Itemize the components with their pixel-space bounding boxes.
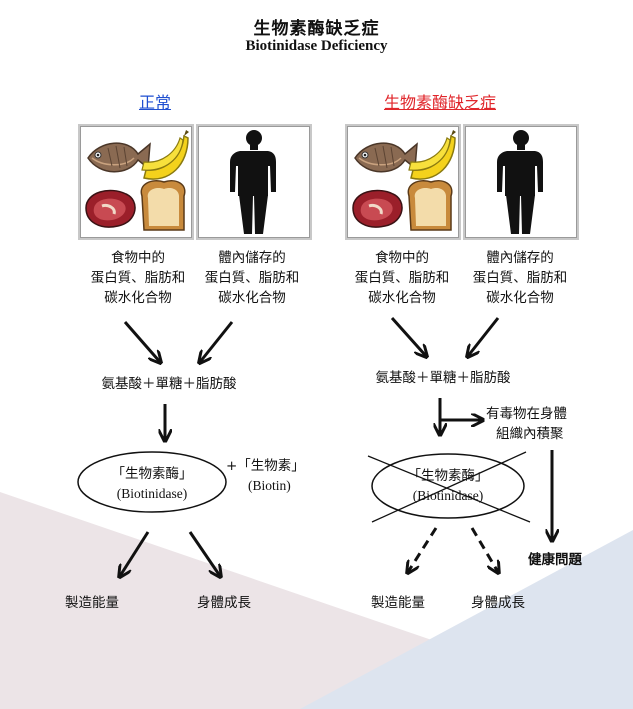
meat-icon xyxy=(352,189,403,228)
outcome-energy-normal: 製造能量 xyxy=(65,595,119,611)
outcome-growth-deficiency: 身體成長 xyxy=(471,595,525,611)
arrow-to-growth-normal xyxy=(188,531,220,576)
breakdown-normal: 氨基酸＋單糖＋脂肪酸 xyxy=(101,376,237,392)
food-panel-normal xyxy=(78,124,194,240)
bread-icon xyxy=(140,180,186,231)
dashed-arrow-to-energy-deficiency xyxy=(408,527,438,572)
banana-icon xyxy=(141,130,189,180)
food-icon xyxy=(352,130,456,231)
title-zh: 生物素酶缺乏症 xyxy=(253,19,380,39)
outcome-growth-normal: 身體成長 xyxy=(197,595,251,611)
banana-icon xyxy=(408,130,456,180)
body-label-normal: 體內儲存的 蛋白質、脂肪和 碳水化合物 xyxy=(204,250,300,306)
title-en: Biotinidase Deficiency xyxy=(245,38,388,54)
cross-line-1 xyxy=(367,455,531,523)
body-panel-normal xyxy=(196,124,312,240)
food-panel-deficiency xyxy=(345,124,461,240)
bread-icon xyxy=(407,180,453,231)
heading-deficiency: 生物素酶缺乏症 xyxy=(383,93,496,112)
fish-icon xyxy=(87,142,151,173)
health-problems-label: 健康問題 xyxy=(528,552,582,568)
body-panel-deficiency xyxy=(463,124,579,240)
arrow-food-to-breakdown-deficiency xyxy=(390,316,426,356)
cofactor-label: +「生物素」 (Biotin) xyxy=(226,458,305,493)
arrow-body-to-breakdown-normal xyxy=(200,321,234,362)
heading-normal: 正常 xyxy=(138,93,171,112)
arrow-food-to-breakdown-normal xyxy=(123,321,160,362)
enzyme-label-deficiency: 「生物素酶」 (Biotinidase) xyxy=(407,468,489,503)
cross-line-2 xyxy=(371,451,527,523)
food-label-deficiency: 食物中的 蛋白質、脂肪和 碳水化合物 xyxy=(354,250,450,306)
enzyme-ellipse-normal xyxy=(77,451,227,513)
human-body-icon xyxy=(230,130,276,234)
food-icon xyxy=(85,130,189,231)
breakdown-deficiency: 氨基酸＋單糖＋脂肪酸 xyxy=(375,370,511,386)
body-label-deficiency: 體內儲存的 蛋白質、脂肪和 碳水化合物 xyxy=(472,250,568,306)
arrow-to-energy-normal xyxy=(120,531,150,576)
fish-icon xyxy=(354,142,418,173)
arrow-body-to-breakdown-deficiency xyxy=(468,317,500,356)
outcome-energy-deficiency: 製造能量 xyxy=(371,595,425,611)
dashed-arrow-to-growth-deficiency xyxy=(470,527,498,572)
food-label-normal: 食物中的 蛋白質、脂肪和 碳水化合物 xyxy=(90,250,186,306)
toxic-accumulation-label: 有毒物在身體 組織內積聚 xyxy=(486,406,567,442)
human-body-icon xyxy=(497,130,543,234)
meat-icon xyxy=(85,189,136,228)
enzyme-label-normal: 「生物素酶」 (Biotinidase) xyxy=(111,466,193,501)
